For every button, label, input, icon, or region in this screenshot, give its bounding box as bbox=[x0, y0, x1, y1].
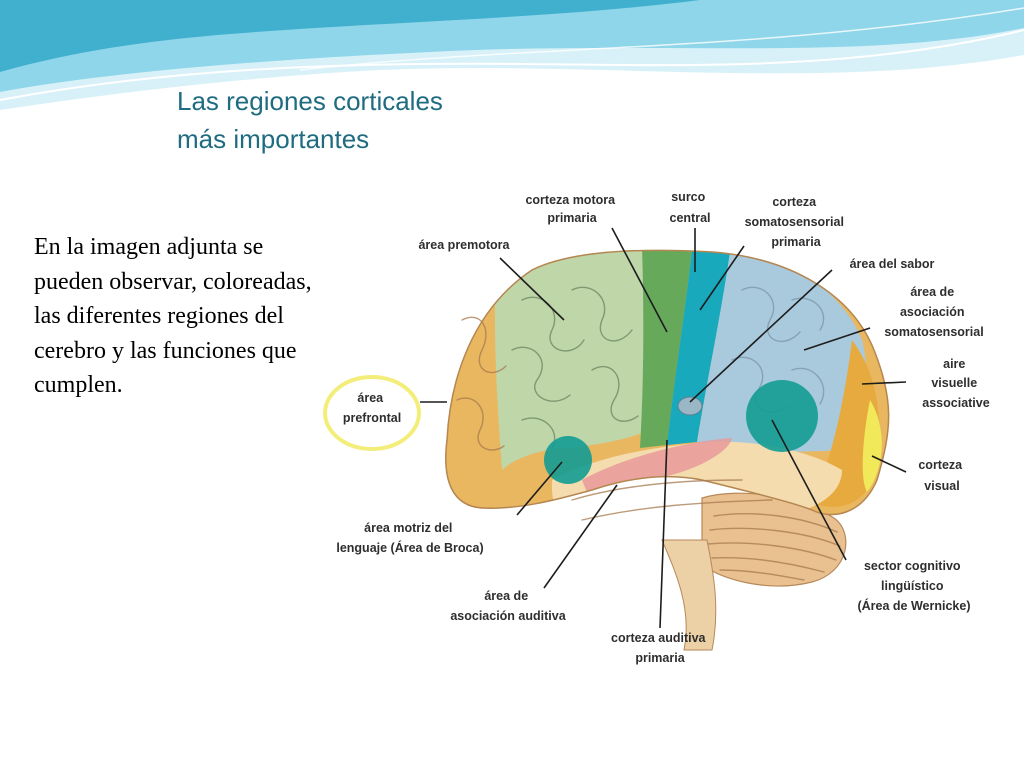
label-somatosensory-assoc-line-2: asociación bbox=[900, 305, 965, 319]
region-visual bbox=[862, 400, 882, 492]
label-taste: área del sabor bbox=[850, 257, 935, 271]
label-prefrontal-line-2: prefrontal bbox=[343, 411, 401, 425]
label-auditory-assoc-line-2: asociación auditiva bbox=[450, 609, 566, 623]
wave-dark bbox=[0, 0, 700, 72]
prefrontal-highlight-ring bbox=[323, 375, 421, 451]
label-wernicke: sector cognitivo lingüístico (Área de We… bbox=[857, 559, 970, 613]
slide-title-line-1: Las regiones corticales bbox=[177, 86, 443, 116]
label-motor-primary: corteza motora primaria bbox=[525, 193, 618, 225]
label-somatosensory-primary-line-1: corteza bbox=[772, 195, 817, 209]
label-broca: área motriz del lenguaje (Área de Broca) bbox=[336, 521, 483, 555]
label-somatosensory-primary-line-3: primaria bbox=[771, 235, 821, 249]
label-taste-line-1: área del sabor bbox=[850, 257, 935, 271]
label-premotor: área premotora bbox=[418, 238, 510, 252]
cortex-folds bbox=[456, 286, 825, 521]
label-premotor-line-1: área premotora bbox=[418, 238, 510, 252]
wave-line bbox=[0, 29, 1024, 101]
slide-body-text: En la imagen adjunta se pueden observar,… bbox=[34, 234, 312, 398]
label-auditory-primary-line-2: primaria bbox=[635, 651, 685, 665]
label-central-sulcus-line-1: surco bbox=[671, 190, 705, 204]
leader-lines bbox=[420, 227, 907, 629]
label-somatosensory-primary-line-2: somatosensorial bbox=[745, 215, 844, 229]
brainstem bbox=[661, 539, 717, 651]
label-wernicke-line-1: sector cognitivo bbox=[864, 559, 961, 573]
slide-title: Las regiones corticales más importantes bbox=[177, 82, 443, 158]
label-visual-cortex-line-1: corteza bbox=[918, 458, 963, 472]
label-central-sulcus-line-2: central bbox=[670, 211, 711, 225]
label-visual-cortex: corteza visual bbox=[918, 458, 965, 493]
label-prefrontal-line-1: área bbox=[357, 391, 384, 405]
label-central-sulcus: surco central bbox=[670, 190, 711, 225]
brain-diagram: corteza motora primaria surco central co… bbox=[322, 180, 1024, 675]
broca-area-spot bbox=[544, 436, 592, 484]
wave-line-2 bbox=[299, 7, 1024, 71]
region-association bbox=[697, 252, 867, 452]
label-visual-cortex-line-2: visual bbox=[924, 479, 959, 493]
label-motor-primary-line-1: corteza motora bbox=[525, 193, 616, 207]
label-auditory-assoc: área de asociación auditiva bbox=[450, 589, 566, 623]
region-somatosensory bbox=[667, 250, 732, 445]
label-broca-line-1: área motriz del bbox=[364, 521, 452, 535]
label-auditory-primary-line-1: corteza auditiva bbox=[611, 631, 707, 645]
label-broca-line-2: lenguaje (Área de Broca) bbox=[336, 540, 483, 555]
label-visual-assoc-line-1: aire bbox=[943, 357, 965, 371]
label-visual-assoc-line-3: associative bbox=[922, 396, 989, 410]
label-somatosensory-assoc-line-3: somatosensorial bbox=[884, 325, 983, 339]
wernicke-area-spot bbox=[746, 380, 818, 452]
brain-outline bbox=[445, 249, 890, 516]
slide-title-line-2: más importantes bbox=[177, 124, 370, 154]
header-wave-decoration bbox=[0, 0, 1024, 110]
label-somatosensory-primary: corteza somatosensorial primaria bbox=[745, 195, 848, 249]
label-auditory-primary: corteza auditiva primaria bbox=[611, 631, 709, 665]
taste-area-spot bbox=[677, 396, 703, 416]
label-wernicke-line-3: (Área de Wernicke) bbox=[857, 598, 970, 613]
label-visual-assoc: aire visuelle associative bbox=[922, 357, 989, 410]
region-motor bbox=[640, 250, 692, 448]
label-prefrontal: área prefrontal bbox=[343, 391, 401, 425]
label-somatosensory-assoc: área de asociación somatosensorial bbox=[884, 285, 983, 339]
label-wernicke-line-2: lingüístico bbox=[881, 579, 944, 593]
label-somatosensory-assoc-line-1: área de bbox=[910, 285, 954, 299]
label-motor-primary-line-2: primaria bbox=[547, 211, 597, 225]
label-visual-assoc-line-2: visuelle bbox=[931, 376, 977, 390]
label-auditory-assoc-line-1: área de bbox=[484, 589, 528, 603]
